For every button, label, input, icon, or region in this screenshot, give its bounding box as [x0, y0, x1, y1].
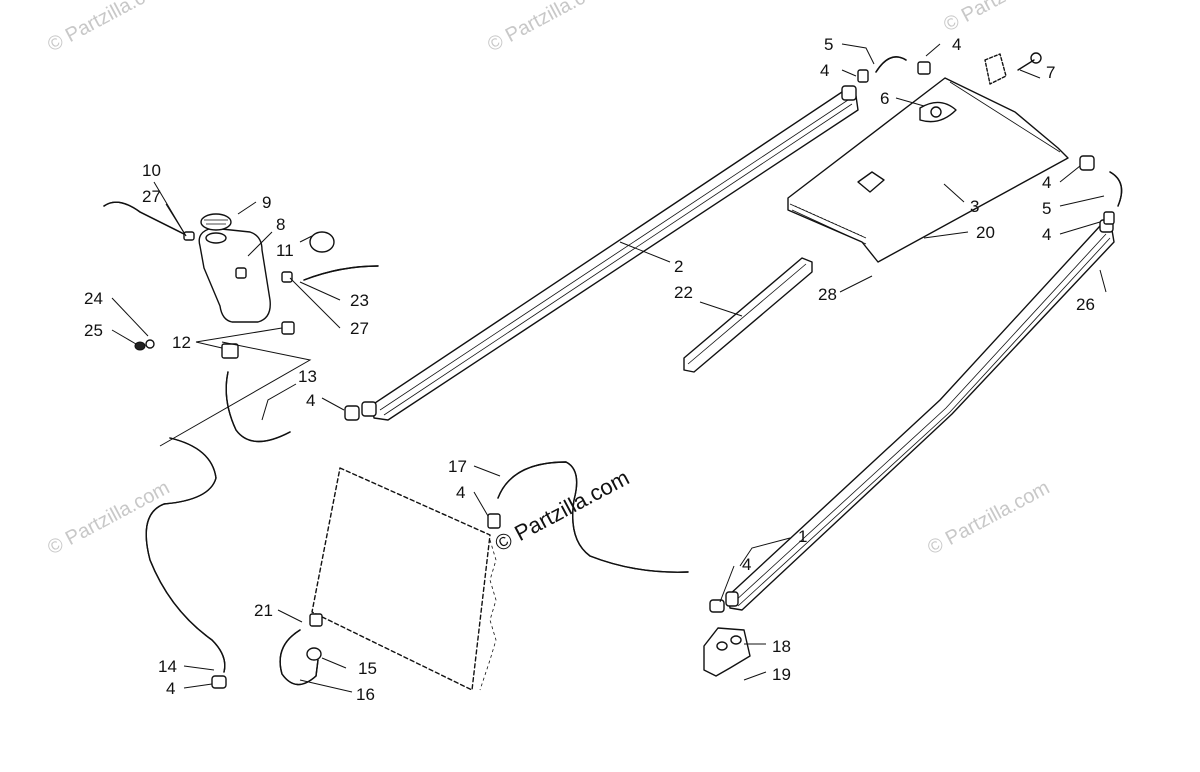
- part-3-tunnel-plate: [787, 77, 1069, 263]
- callout-numbers: 1 2 3 4 4 4 4 4 4 4 4 5 5 6 7 8 9 10 11 …: [84, 35, 1095, 704]
- callout-18: 18: [772, 637, 791, 656]
- callout-14: 14: [158, 657, 177, 676]
- watermark-top-left: © Partzilla.com: [44, 0, 173, 56]
- callout-3: 3: [970, 197, 979, 216]
- hose-14: [145, 437, 227, 689]
- callout-10: 10: [142, 161, 161, 180]
- clamps: [344, 61, 1115, 613]
- part-2-left-rail: [361, 85, 859, 421]
- callout-5-top: 5: [824, 35, 833, 54]
- watermark-top-center: © Partzilla.com: [484, 0, 613, 56]
- callout-15: 15: [358, 659, 377, 678]
- callout-9: 9: [262, 193, 271, 212]
- callout-4-top-right: 4: [952, 35, 961, 54]
- callout-26: 26: [1076, 295, 1095, 314]
- part-7-bracket: [984, 52, 1042, 85]
- callout-13: 13: [298, 367, 317, 386]
- callout-4-right-lower: 4: [1042, 225, 1051, 244]
- callout-23: 23: [350, 291, 369, 310]
- callout-17: 17: [448, 457, 467, 476]
- callout-7: 7: [1046, 63, 1055, 82]
- part-1-right-rail: [725, 219, 1115, 611]
- hose-13: [225, 371, 291, 443]
- callout-5-right: 5: [1042, 199, 1051, 218]
- callout-4-hose-14: 4: [166, 679, 175, 698]
- callout-12: 12: [172, 333, 191, 352]
- callout-6: 6: [880, 89, 889, 108]
- callout-27-right: 27: [350, 319, 369, 338]
- part-18-bracket: [703, 627, 751, 677]
- hose-5-right: [1109, 171, 1123, 207]
- part-22-strip: [683, 257, 813, 373]
- callout-27-top: 27: [142, 187, 161, 206]
- callout-11: 11: [276, 241, 294, 260]
- callout-22: 22: [674, 283, 693, 302]
- callout-24: 24: [84, 289, 103, 308]
- callout-21: 21: [254, 601, 273, 620]
- hose-16: [279, 613, 323, 686]
- hose-5-top: [875, 56, 907, 73]
- callout-20: 20: [976, 223, 995, 242]
- radiator-panel: [311, 467, 497, 691]
- leader-lines: [111, 43, 1107, 693]
- callout-19: 19: [772, 665, 791, 684]
- watermark-layer: © Partzilla.com © Partzilla.com © Partzi…: [44, 0, 1069, 559]
- watermark-right: © Partzilla.com: [924, 477, 1053, 560]
- callout-25: 25: [84, 321, 103, 340]
- watermark-left: © Partzilla.com: [44, 477, 173, 560]
- callout-4-hose-17: 4: [456, 483, 465, 502]
- watermark-top-right: © Partzilla.com: [940, 0, 1069, 36]
- callout-1: 1: [798, 527, 807, 546]
- callout-16: 16: [356, 685, 375, 704]
- hose-17: [487, 461, 689, 573]
- callout-8: 8: [276, 215, 285, 234]
- callout-2: 2: [674, 257, 683, 276]
- callout-28: 28: [818, 285, 837, 304]
- callout-4-right-rail: 4: [742, 555, 751, 574]
- callout-4-left-rail: 4: [306, 391, 315, 410]
- callout-4-right-upper: 4: [1042, 173, 1051, 192]
- callout-4-top-left: 4: [820, 61, 829, 80]
